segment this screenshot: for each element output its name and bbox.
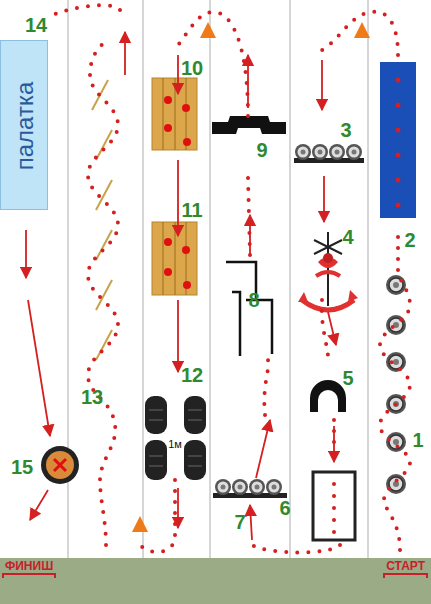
blue-beam [380,62,416,218]
callout-number: 5 [342,368,353,388]
boards [152,78,197,295]
route-dots [55,5,410,552]
tent-label: палатка [11,82,39,171]
label-underline [2,573,56,578]
callout-number: 9 [256,140,267,160]
callout-number: 2 [404,230,415,250]
callout-number: 6 [279,498,290,518]
tent-box: палатка [0,40,48,210]
tire-column [386,275,406,494]
callout-number: 14 [25,15,47,35]
bridge [212,116,286,134]
box-obstacle [313,472,355,540]
callout-number: 1 [412,430,423,450]
slalom-poles [92,80,112,360]
callout-number: 13 [81,387,103,407]
callout-number: 15 [11,457,33,477]
tire-stack [145,396,206,480]
callout-number: 3 [340,120,351,140]
callout-number: 4 [342,227,353,247]
arch-obstacle [310,380,346,412]
cones [132,22,370,532]
dimension-label: 1м [167,439,183,450]
label-underline [383,573,428,578]
callout-number: 10 [181,58,203,78]
finish-label: ФИНИШ [5,559,53,573]
callout-number: 12 [181,365,203,385]
callout-number: 7 [234,512,245,532]
callout-number: 8 [248,290,259,310]
maze-walls [226,262,272,356]
start-label: СТАРТ [386,559,425,573]
start-finish-band: ФИНИШ СТАРТ [0,558,431,604]
callout-number: 11 [181,200,202,220]
route-arrows [26,32,336,540]
